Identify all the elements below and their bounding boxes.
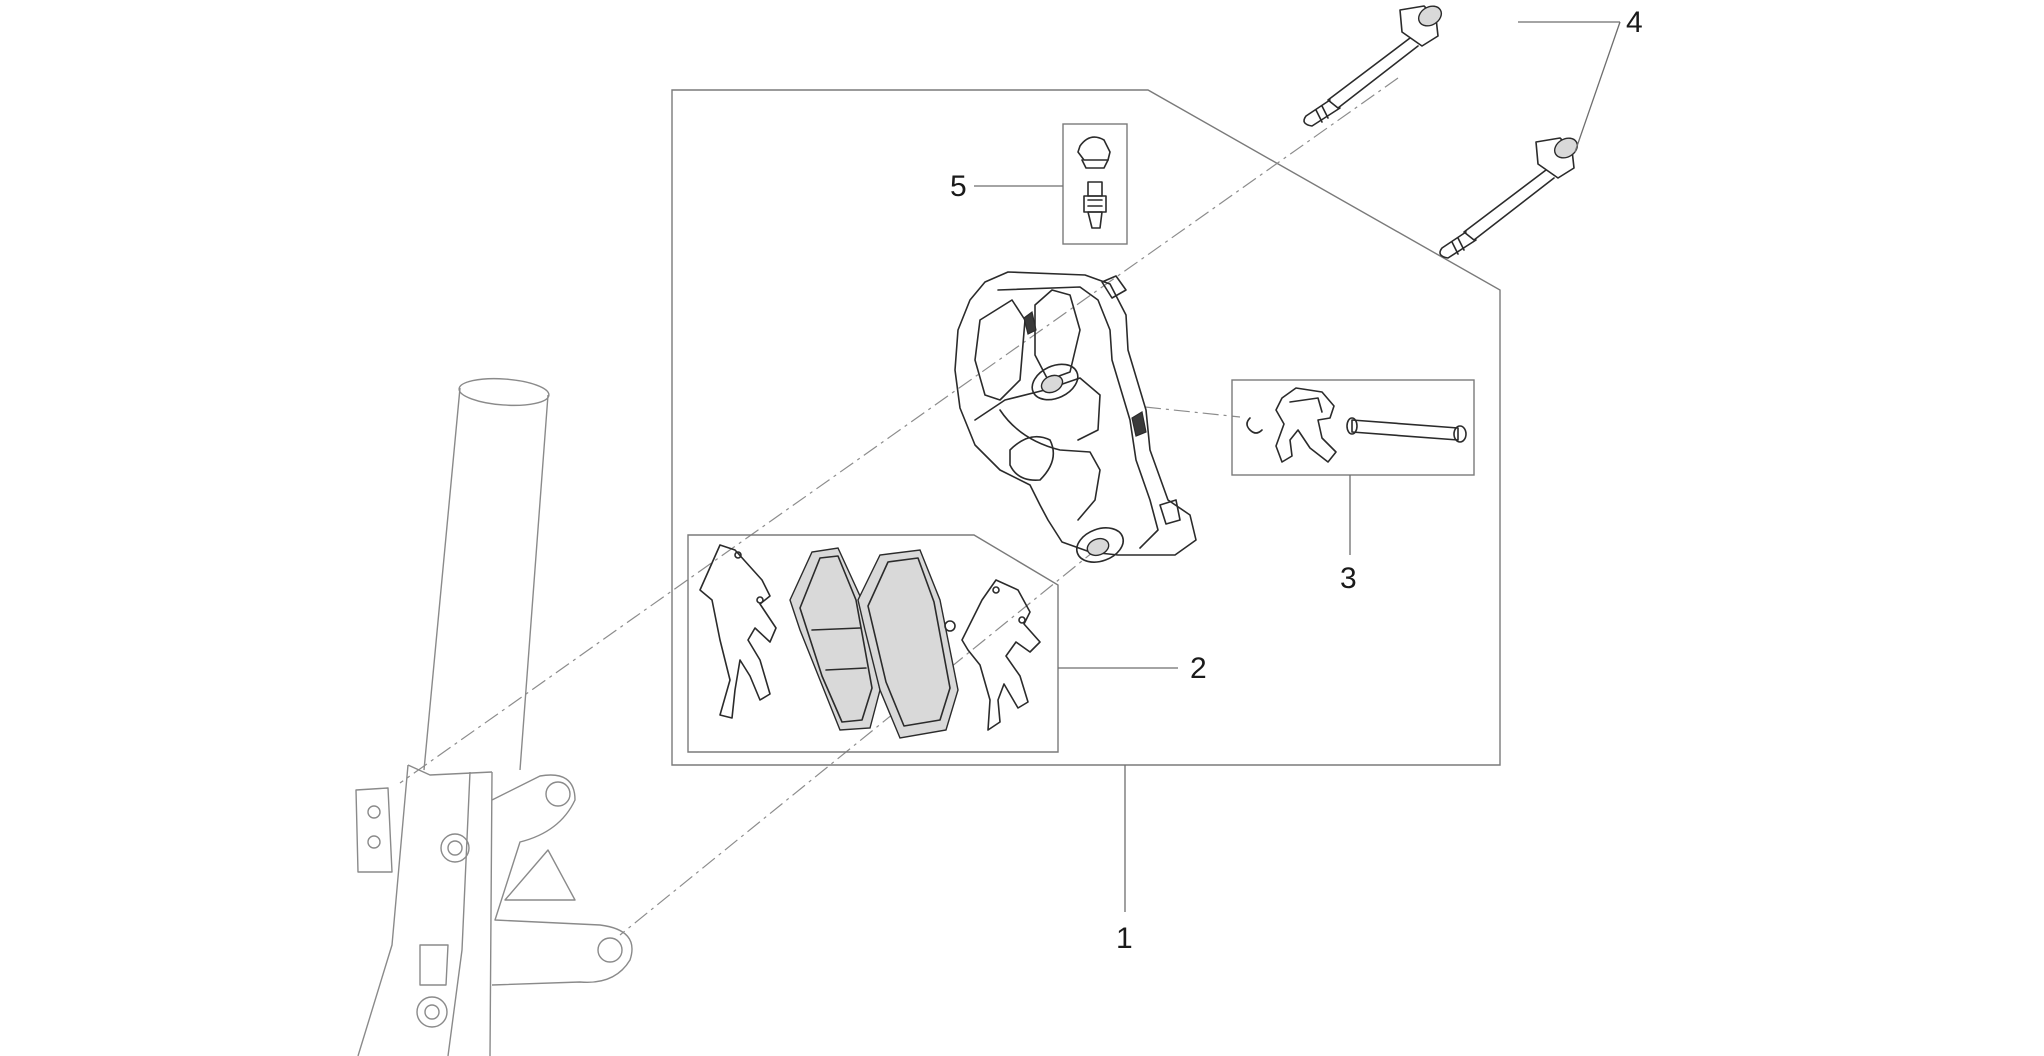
mounting-bolt-upper: [1303, 5, 1443, 127]
mounting-bolt-lower: [1439, 137, 1579, 259]
assembly-frame: [671, 89, 1501, 766]
callout-2: 2: [1190, 652, 1207, 685]
callout-1: 1: [1116, 922, 1133, 955]
fork-leg: [355, 377, 633, 1056]
pad-pin-spring-kit: [1231, 379, 1475, 476]
leader-lines: [974, 21, 1621, 912]
callout-3: 3: [1340, 562, 1357, 595]
callout-labels: 1 2 3 4 5: [950, 6, 1643, 955]
brake-caliper: [954, 271, 1197, 563]
alignment-axes: [399, 77, 1399, 936]
callout-4: 4: [1626, 6, 1643, 39]
mounting-bolts: [1303, 5, 1579, 259]
brake-pads-kit: [687, 534, 1059, 753]
callout-5: 5: [950, 170, 967, 203]
bleed-valve-kit: [1062, 123, 1128, 245]
